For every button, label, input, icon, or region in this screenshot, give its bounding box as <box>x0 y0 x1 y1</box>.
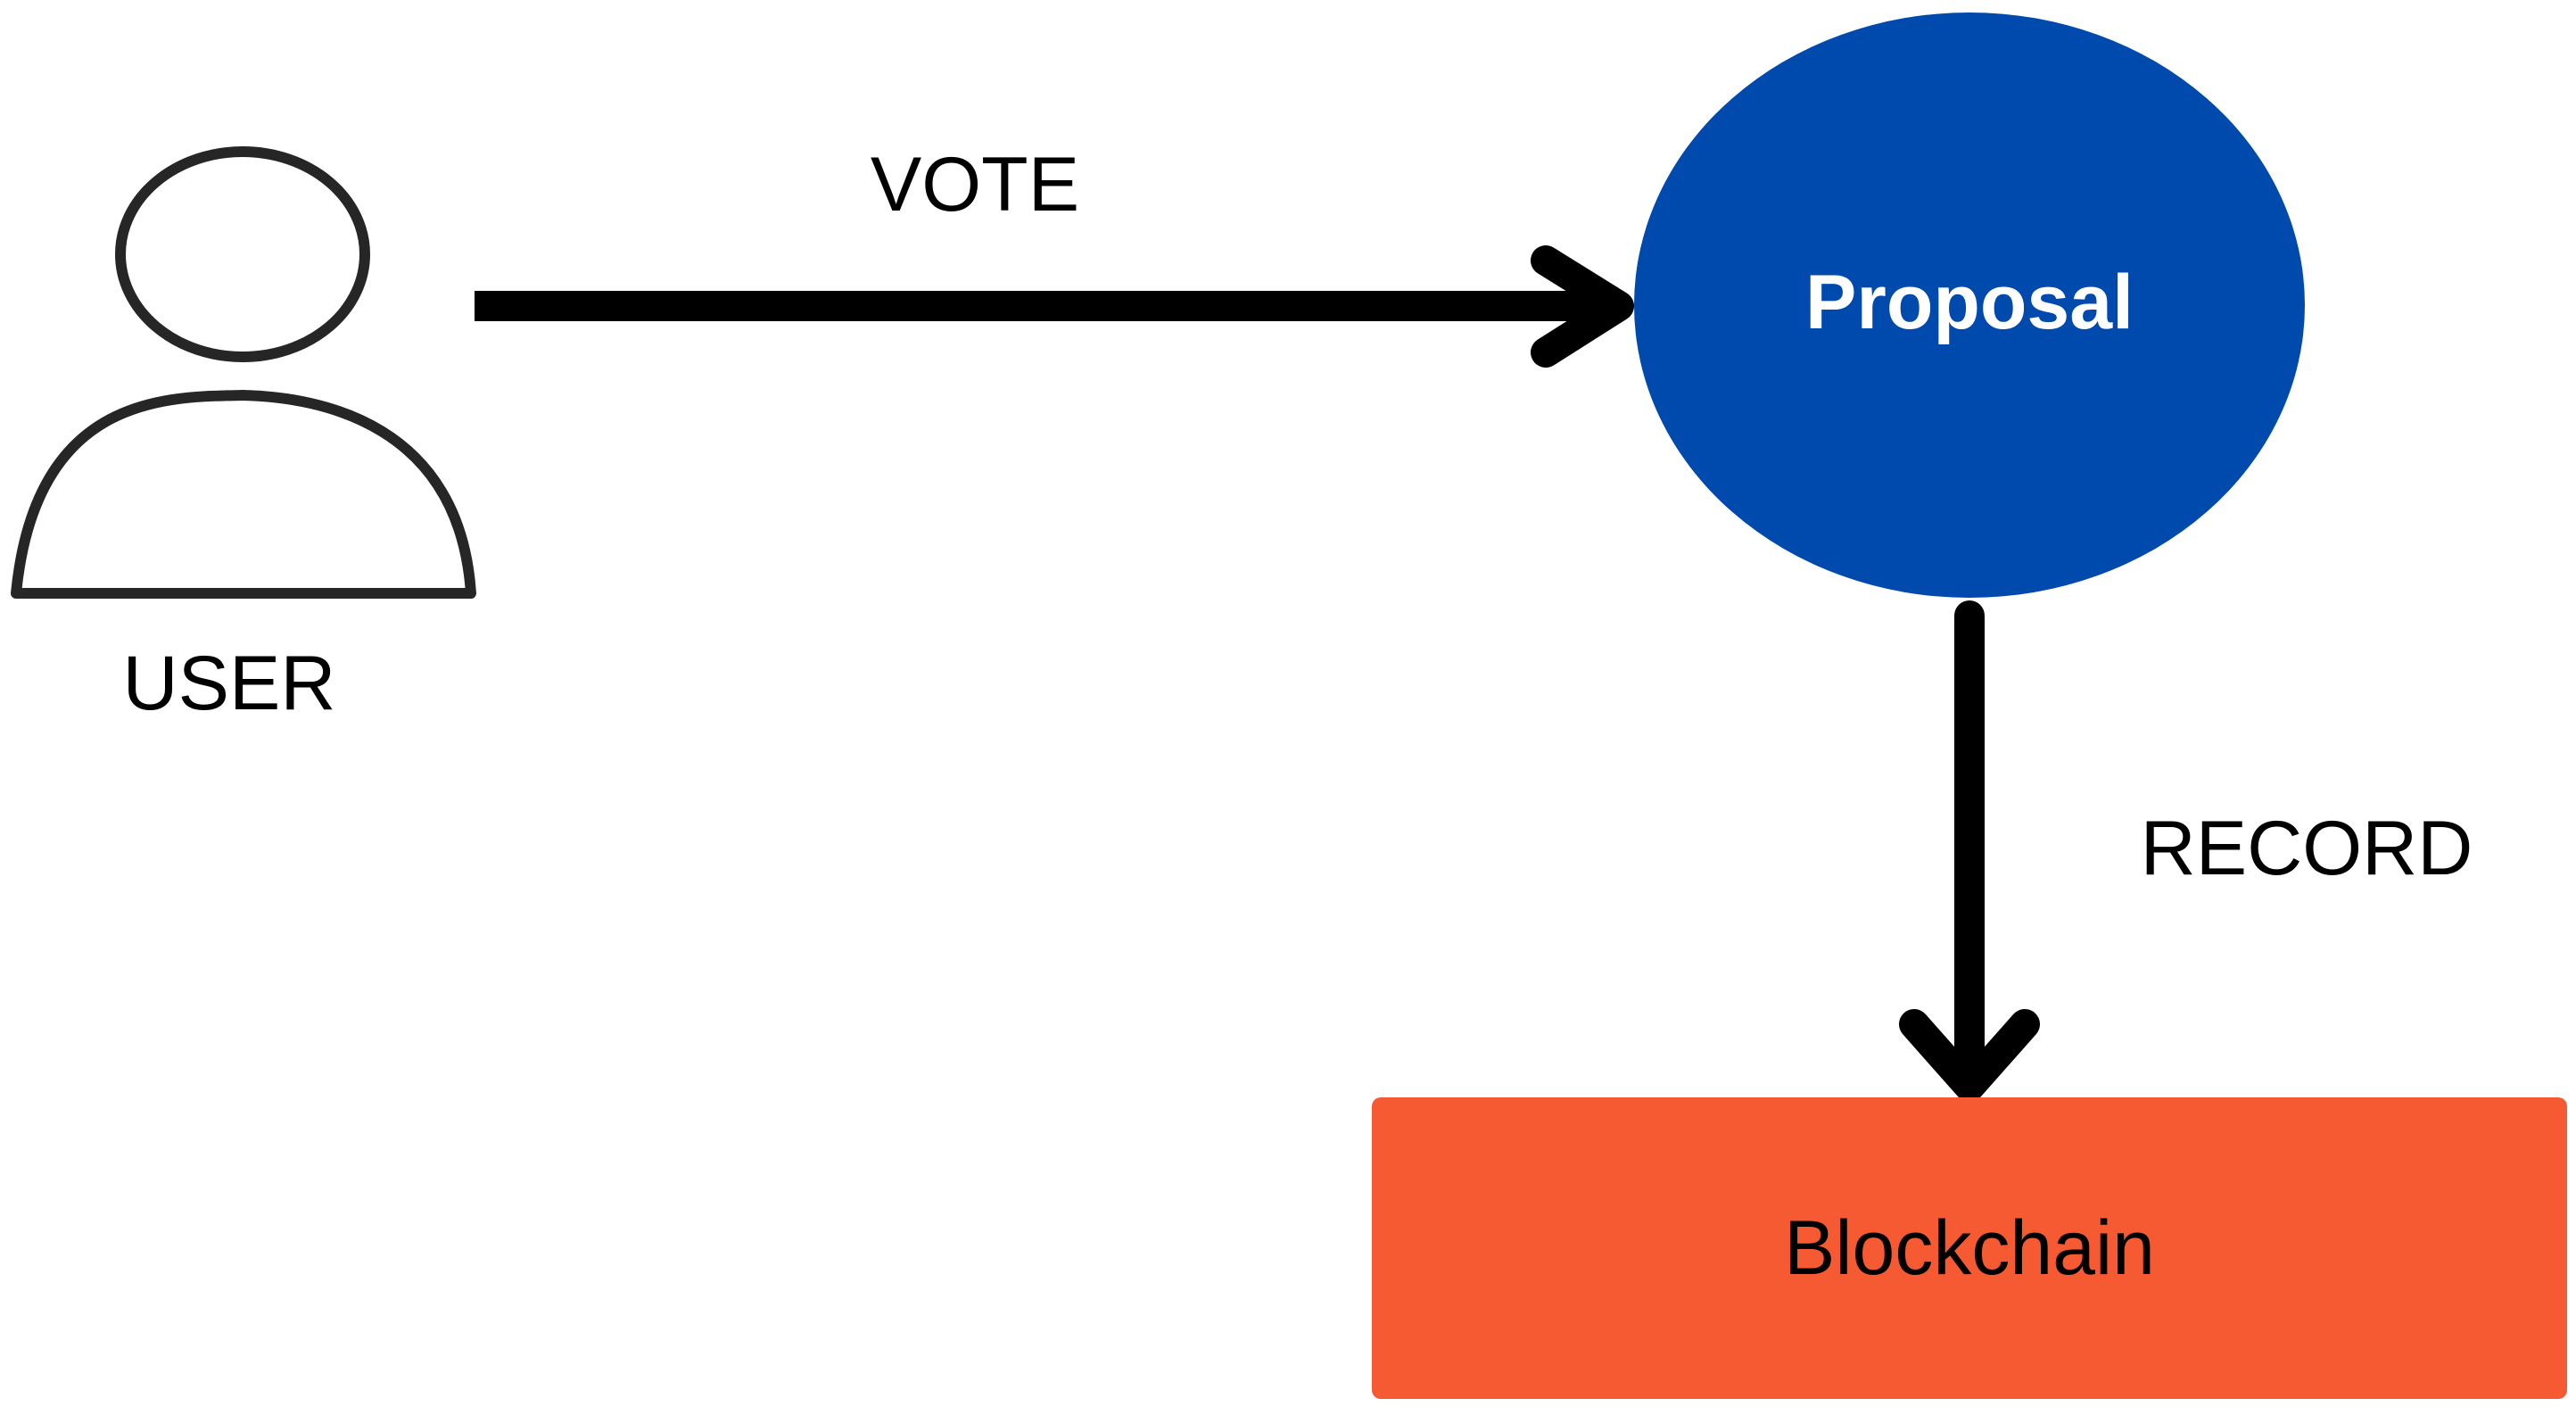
proposal-node: Proposal <box>1634 12 2305 598</box>
vote-label: VOTE <box>871 142 1079 228</box>
blockchain-node: Blockchain <box>1372 1097 2567 1399</box>
user-icon-head <box>115 146 370 362</box>
user-node: USER <box>11 146 476 726</box>
record-label: RECORD <box>2141 806 2473 891</box>
user-icon <box>11 146 476 599</box>
proposal-label: Proposal <box>1805 260 2134 345</box>
vote-arrow-head <box>1531 245 1634 368</box>
vote-edge: VOTE <box>475 142 1634 368</box>
user-label: USER <box>123 641 336 726</box>
user-icon-body <box>11 390 476 599</box>
record-edge: RECORD <box>1899 600 2473 1102</box>
blockchain-label: Blockchain <box>1784 1205 2155 1291</box>
proposal-circle <box>1634 12 2305 598</box>
blockchain-box <box>1372 1097 2567 1399</box>
record-arrow-head <box>1899 1009 2040 1102</box>
